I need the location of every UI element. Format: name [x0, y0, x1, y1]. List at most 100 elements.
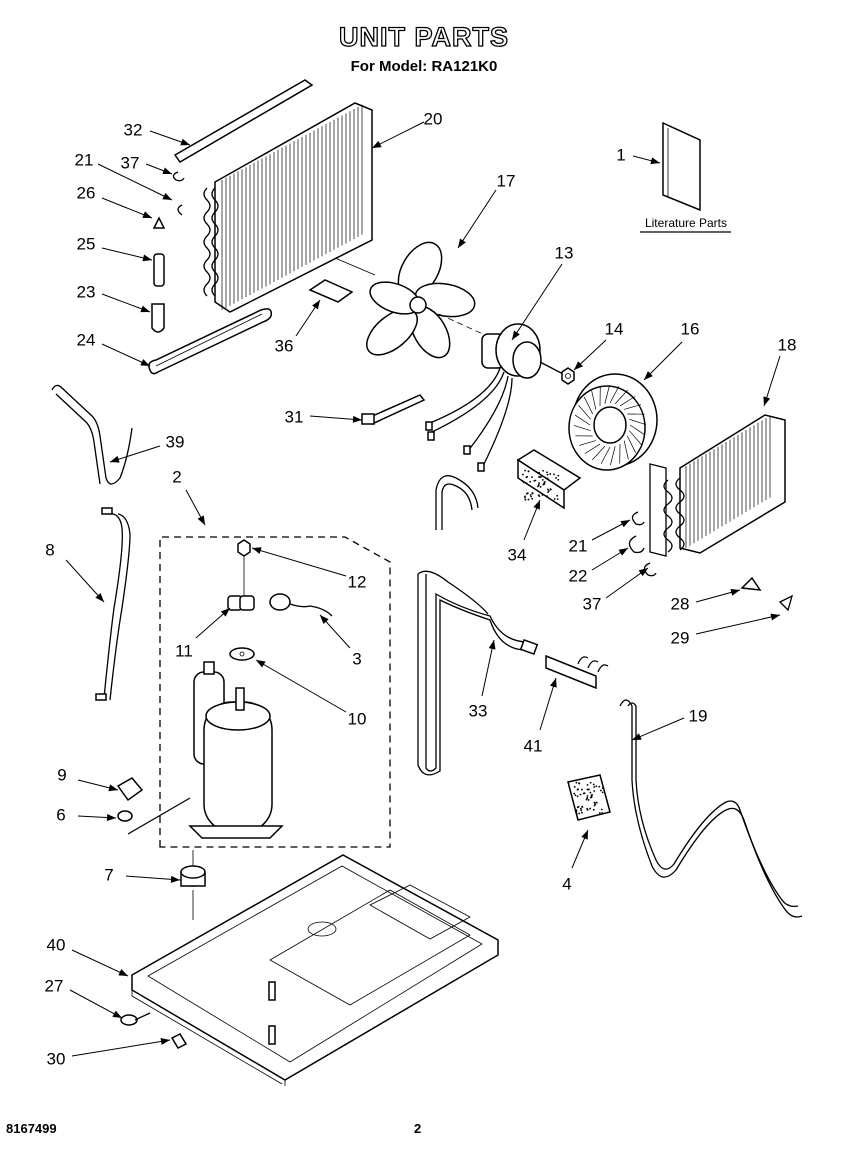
callout-12: 12: [348, 572, 367, 591]
callout-17: 17: [497, 171, 516, 190]
cap-26: [152, 216, 166, 229]
leader-line-21: [97, 163, 173, 201]
callout-21: 21: [75, 150, 94, 169]
evaporator-coil-18: [649, 414, 786, 557]
leader-arrow-1: [650, 157, 660, 165]
callout-14: 14: [605, 319, 624, 338]
callout-37: 37: [583, 594, 602, 613]
leader-line-12: [251, 547, 347, 577]
grommet-7: [180, 865, 206, 887]
callout-30: 30: [47, 1049, 66, 1068]
tube-assembly-33: [417, 475, 539, 776]
motor-13: [425, 323, 566, 472]
leader-arrow-41: [550, 678, 557, 688]
washer-6: [117, 810, 133, 822]
callout-25: 25: [77, 234, 96, 253]
tube-41: [545, 654, 609, 690]
literature-parts-label: Literature Parts: [645, 216, 727, 230]
bracket-9: [116, 777, 144, 802]
callout-40: 40: [47, 935, 66, 954]
leader-arrow-22: [618, 548, 628, 556]
leader-line-13: [511, 263, 563, 341]
callout-36: 36: [275, 336, 294, 355]
leader-arrow-37: [638, 568, 648, 577]
callout-11: 11: [175, 641, 193, 660]
callout-31: 31: [285, 407, 304, 426]
leader-arrow-36: [312, 300, 320, 310]
leader-arrow-19: [632, 733, 642, 740]
callout-28: 28: [671, 594, 690, 613]
clip-37: [172, 171, 185, 182]
callout-21: 21: [569, 536, 588, 555]
thermostat-31: [366, 394, 426, 425]
callout-39: 39: [166, 432, 185, 451]
fan-blade-17: [366, 241, 476, 359]
leader-arrow-37: [162, 167, 172, 175]
callout-10: 10: [348, 709, 367, 728]
base-pan-40: [131, 854, 499, 1086]
leader-arrow-31: [352, 415, 362, 423]
condenser-coil-20: [203, 102, 373, 313]
tube-24: [148, 308, 273, 375]
leader-arrow-17: [458, 238, 466, 248]
wire-harness-8: [103, 513, 123, 699]
callout-7: 7: [104, 865, 113, 884]
callout-37: 37: [121, 153, 140, 172]
bracket-36: [308, 279, 354, 303]
leader-arrow-26: [142, 211, 152, 218]
callout-26: 26: [77, 183, 96, 202]
leader-arrow-18: [763, 396, 771, 406]
leader-line-27: [69, 989, 123, 1019]
leader-arrow-24: [140, 359, 150, 366]
leader-line-40: [71, 949, 129, 977]
leader-line-7: [125, 875, 181, 881]
literature-part-1: [640, 121, 731, 233]
leader-line-29: [695, 614, 781, 635]
callout-1: 1: [616, 145, 625, 164]
leader-arrow-34: [533, 500, 540, 510]
callout-6: 6: [56, 805, 65, 824]
thermostat-31-bulb: [361, 413, 375, 425]
leader-arrow-27: [112, 1010, 122, 1018]
leader-arrow-23: [140, 305, 150, 313]
leader-line-10: [255, 659, 347, 713]
leader-arrow-14: [574, 361, 583, 370]
clip-37-right: [643, 562, 657, 577]
leader-line-19: [631, 717, 685, 741]
callout-33: 33: [469, 701, 488, 720]
model-subtitle: For Model: RA121K0: [350, 58, 498, 75]
tube-19: [619, 699, 803, 918]
nut-14: [561, 367, 575, 385]
leader-arrow-21: [162, 192, 172, 200]
page-number: 2: [414, 1121, 422, 1136]
leader-arrow-13: [512, 330, 520, 340]
callout-13: 13: [555, 243, 574, 262]
leader-line-30: [71, 1039, 171, 1057]
leader-arrow-29: [770, 613, 780, 621]
accumulator-23: [151, 303, 165, 333]
leader-arrow-8: [95, 592, 104, 602]
callout-34: 34: [508, 545, 527, 564]
document-number: 8167499: [6, 1121, 57, 1136]
callout-20: 20: [424, 109, 443, 128]
clip-26: [177, 204, 183, 216]
leader-arrow-32: [180, 138, 190, 146]
leader-arrow-25: [142, 254, 152, 262]
callout-9: 9: [57, 765, 66, 784]
clip-22: [628, 535, 645, 554]
screw-27: [120, 1012, 151, 1026]
leader-arrow-33: [488, 640, 496, 650]
leader-arrow-2: [197, 515, 205, 525]
clip-21-right: [631, 511, 645, 526]
leader-arrow-30: [160, 1037, 170, 1045]
callout-23: 23: [77, 282, 96, 301]
seal-strip-32: [173, 79, 314, 163]
leader-line-8: [65, 559, 105, 603]
callout-leader-lines: [65, 121, 781, 1057]
leader-arrow-20: [372, 140, 382, 148]
leader-arrow-6: [106, 814, 116, 822]
callout-32: 32: [124, 120, 143, 139]
